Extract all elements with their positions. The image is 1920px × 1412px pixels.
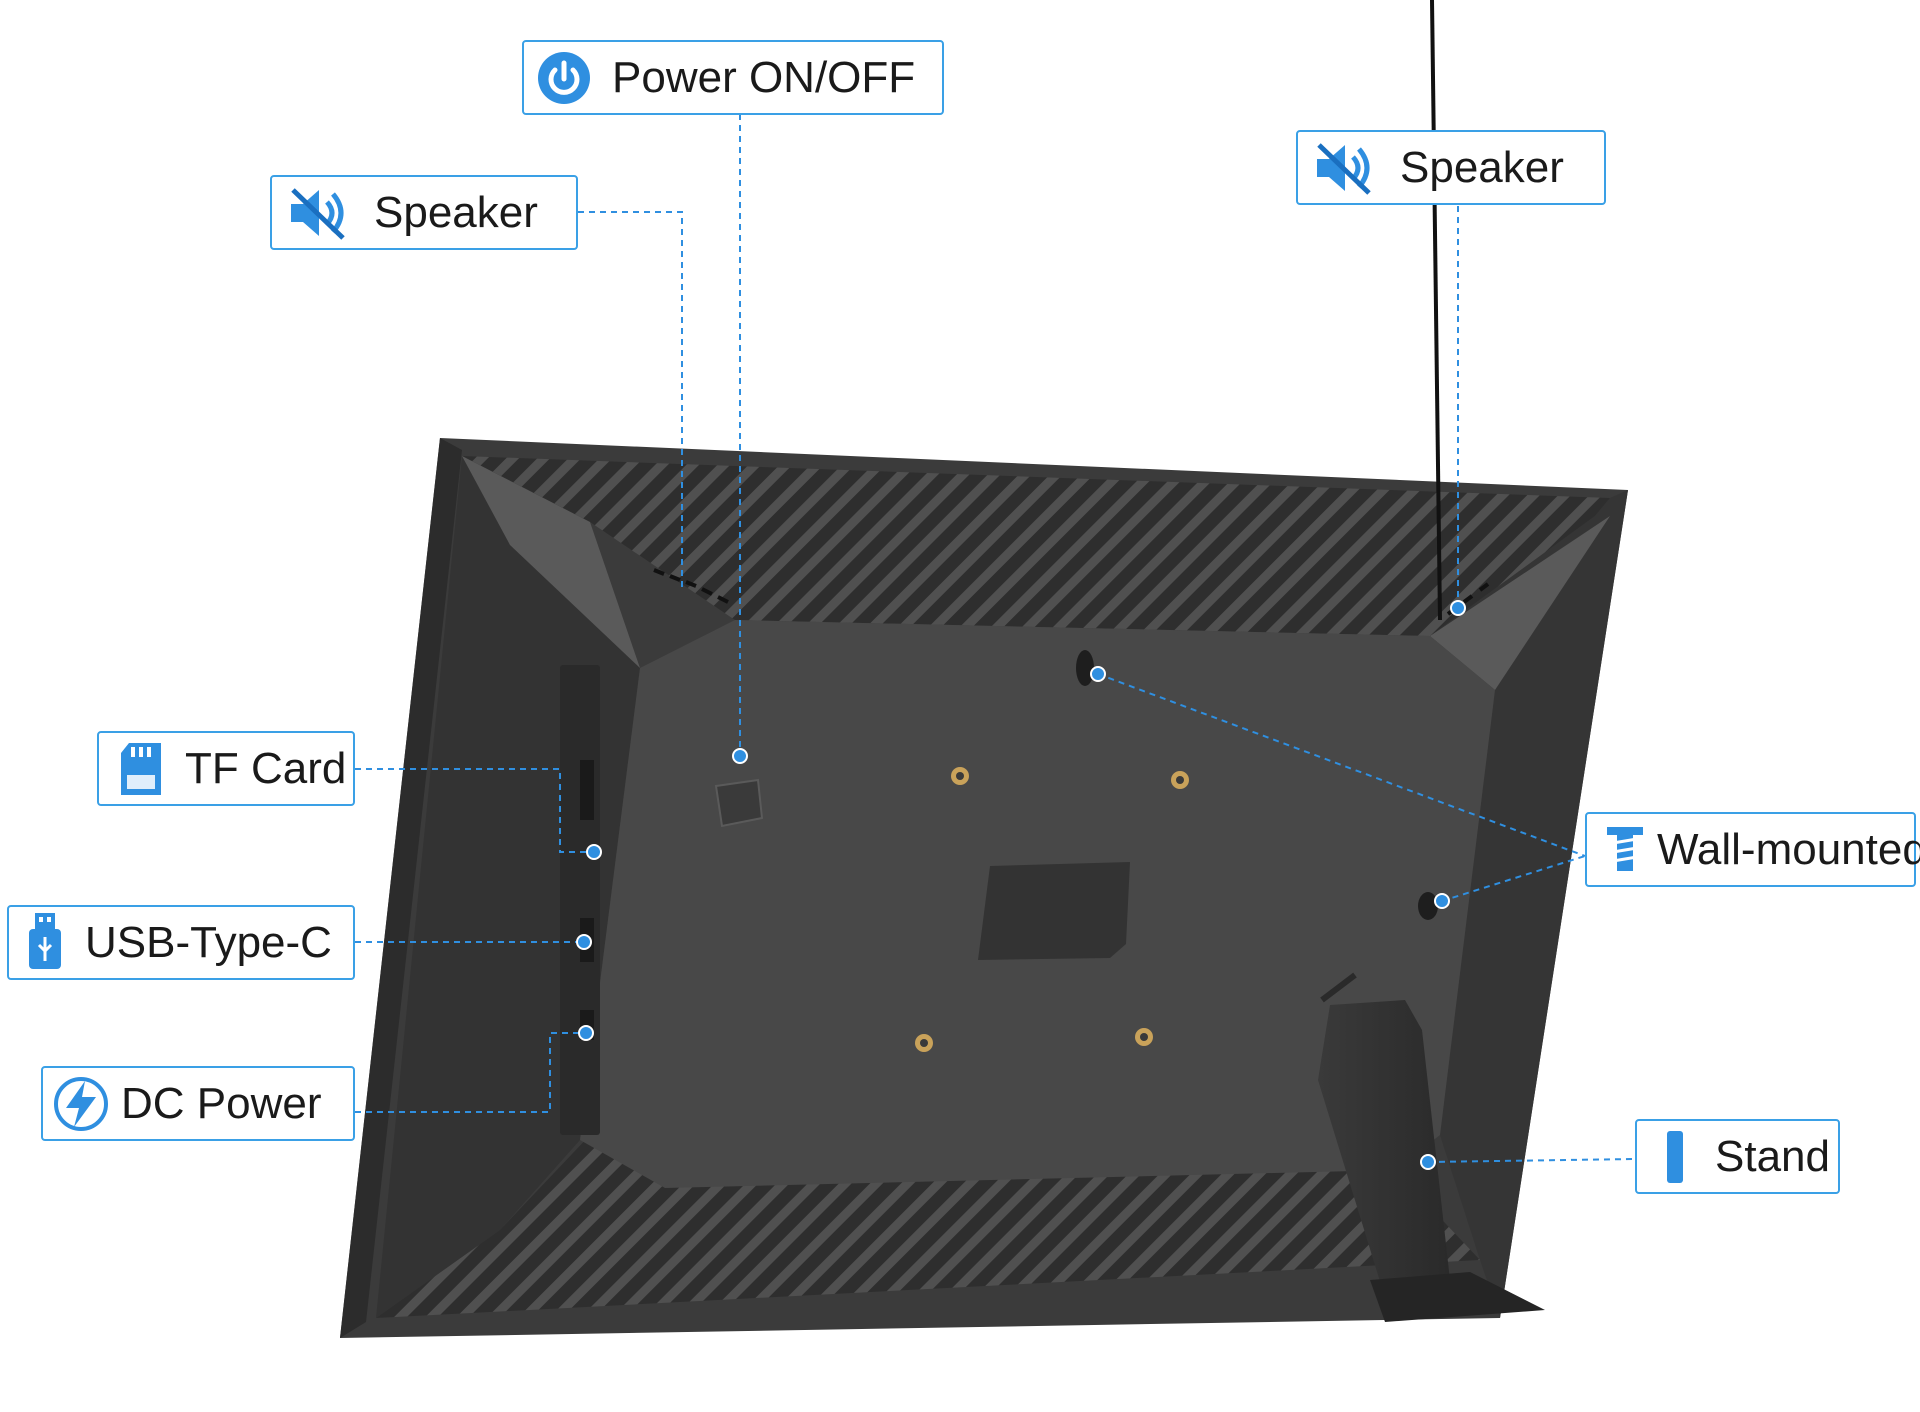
leader-dots — [576, 600, 1466, 1170]
callout-tf-card: TF Card — [97, 731, 355, 806]
usb-icon — [13, 911, 77, 975]
leader-lines — [355, 114, 1636, 1163]
screw-icon — [1593, 818, 1657, 882]
vesa-screws — [915, 767, 1189, 1052]
top-vent — [462, 456, 1610, 636]
speaker-icon — [286, 181, 350, 245]
callout-tf-card-label: TF Card — [185, 743, 347, 793]
sd-card-icon — [109, 737, 173, 801]
lightning-icon — [49, 1072, 113, 1136]
callout-wall-mounted-label: Wall-mounted — [1657, 824, 1920, 874]
callout-speaker-left: Speaker — [270, 175, 578, 250]
callout-usb: USB-Type-C — [7, 905, 355, 980]
right-bevel-highlight — [1430, 516, 1610, 690]
stand-foot — [1370, 1272, 1545, 1322]
label-plate — [978, 862, 1130, 960]
right-bevel — [1430, 490, 1628, 1318]
callout-power: Power ON/OFF — [522, 40, 944, 115]
bottom-vent — [376, 1135, 1480, 1318]
left-bevel-highlight — [462, 456, 640, 668]
keyhole-top — [1076, 650, 1094, 686]
callout-dc-power: DC Power — [41, 1066, 355, 1141]
callout-speaker-right-label: Speaker — [1400, 142, 1564, 192]
callout-wall-mounted: Wall-mounted — [1585, 812, 1920, 887]
port-strip — [560, 665, 600, 1135]
stand-arm — [1318, 1000, 1450, 1288]
callout-speaker-left-label: Speaker — [374, 187, 538, 237]
callout-stand-label: Stand — [1715, 1131, 1830, 1181]
speaker-icon — [1312, 136, 1376, 200]
stand-icon — [1643, 1125, 1707, 1189]
callout-dc-power-label: DC Power — [121, 1078, 322, 1128]
stand-clip — [1320, 972, 1357, 1003]
tf-slot — [580, 760, 594, 820]
speaker-grill-left — [653, 568, 729, 604]
callout-stand: Stand — [1635, 1119, 1840, 1194]
callout-speaker-right: Speaker — [1296, 130, 1606, 205]
callout-power-label: Power ON/OFF — [612, 52, 916, 102]
keyhole-right — [1418, 892, 1438, 920]
power-icon — [532, 46, 596, 110]
callout-usb-label: USB-Type-C — [85, 917, 332, 967]
power-button — [714, 778, 764, 828]
